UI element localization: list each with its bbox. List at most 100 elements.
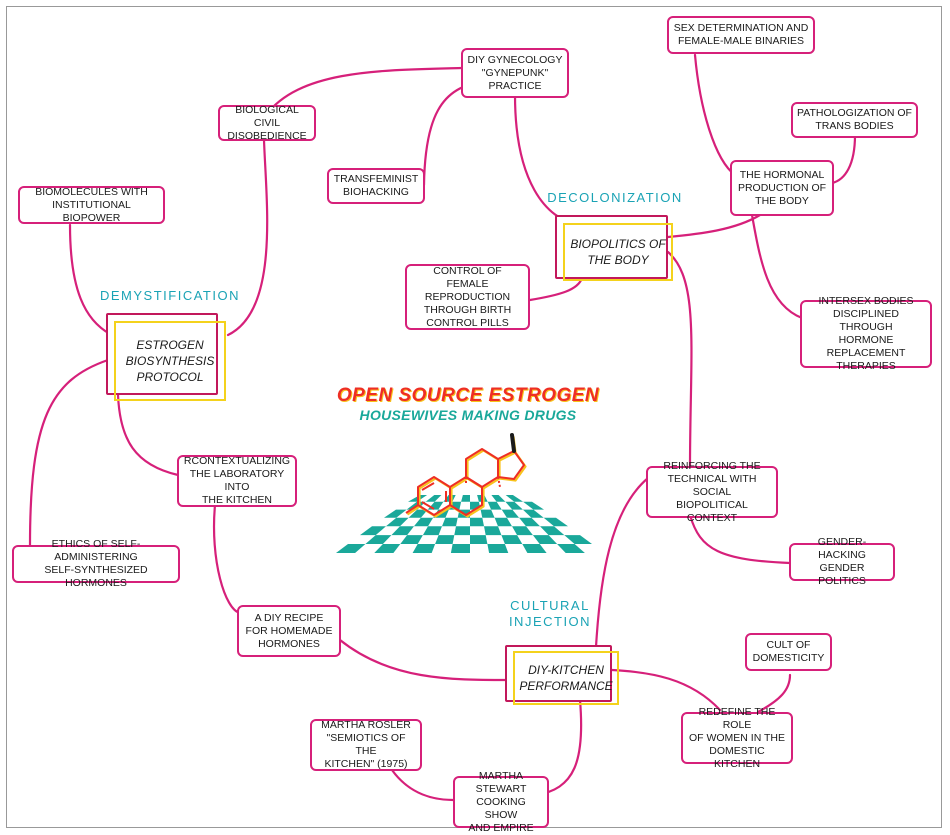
checker-tile — [414, 517, 434, 527]
checker-tile — [470, 535, 488, 544]
link-control-biopolitics — [528, 276, 584, 302]
control-line-3: THROUGH BIRTH — [423, 303, 512, 316]
link-diykitchen-reinforcing — [594, 476, 650, 649]
checker-tile — [412, 544, 436, 553]
stewart-line-1: MARTHA STEWART — [475, 769, 527, 795]
estrogen-line-3: PROTOCOL — [136, 370, 204, 384]
checker-tile — [523, 501, 544, 510]
patho-line-2: TRANS BODIES — [815, 120, 894, 132]
main-node-biopolitics — [555, 215, 668, 279]
checker-tile — [512, 526, 533, 536]
subtitle-housewives-making-drugs: HOUSEWIVES MAKING DRUGS — [359, 407, 577, 423]
checker-tile — [487, 501, 502, 510]
checker-tile — [532, 535, 558, 544]
sexdet-line-2: FEMALE-MALE BINARIES — [677, 35, 804, 47]
gender-line-2: GENDER POLITICS — [818, 562, 866, 587]
main-node-estrogen-label: ESTROGEN BIOSYNTHESIS PROTOCOL — [114, 321, 226, 401]
checker-tile — [461, 495, 470, 502]
checker-tile — [480, 509, 495, 518]
checker-tile — [522, 544, 547, 553]
checker-tile — [470, 517, 484, 527]
link-patho-hormonal — [830, 133, 857, 185]
civil-line-1: BIOLOGICAL CIVIL — [235, 103, 299, 129]
diy-kitchen-line-1: DIY-KITCHEN — [528, 663, 604, 677]
section-decolonization: DECOLONIZATION — [547, 190, 683, 205]
checkerboard-floor — [336, 495, 592, 553]
gender-line-1: GENDER-HACKING — [817, 536, 867, 561]
intersex-line-4: THERAPIES — [836, 360, 896, 372]
rosler-line-2: "SEMIOTICS OF THE — [326, 732, 406, 757]
estrogen-molecule-illustration — [336, 433, 592, 553]
checker-tile — [450, 544, 470, 553]
link-biopolitics-hormonal — [666, 213, 762, 239]
intersex-line-1: INTERSEX BODIES — [818, 295, 914, 307]
hormonal-line-2: PRODUCTION OF — [737, 181, 827, 194]
cult-line-2: DOMESTICITY — [752, 652, 825, 664]
checker-tile — [374, 544, 401, 553]
rosler-line-1: MARTHA ROSLER — [321, 719, 411, 731]
link-reinforcing-gender — [688, 513, 792, 565]
title-open-source-estrogen: OPEN SOURCE ESTROGEN — [336, 385, 600, 406]
patho-line-1: PATHOLOGIZATION OF — [797, 107, 912, 119]
checker-tile — [543, 517, 568, 527]
main-node-biopolitics-label: BIOPOLITICS OF THE BODY — [563, 223, 673, 281]
section-demystification: DEMYSTIFICATION — [100, 288, 240, 303]
checker-tile — [505, 501, 523, 510]
reinforcing-line-1: REINFORCING THE — [663, 459, 761, 472]
diy-gynecology-line-2: "GYNEPUNK" — [481, 66, 549, 79]
transfeminist-line-2: BIOHACKING — [343, 186, 409, 198]
checker-tile — [540, 526, 565, 536]
recontext-line-2: THE LABORATORY INTO — [189, 468, 285, 493]
ethics-line-1: ETHICS OF SELF-ADMINISTERING — [51, 538, 141, 563]
reinforcing-line-2: TECHNICAL WITH SOCIAL — [667, 472, 757, 498]
checker-tile — [494, 517, 512, 527]
checker-tile — [442, 517, 458, 527]
checker-tile — [522, 509, 544, 518]
section-injection-line: INJECTION — [508, 614, 592, 629]
checker-tile — [400, 535, 423, 544]
recipe-line-1: A DIY RECIPE — [254, 611, 324, 624]
redefine-line-1: REDEFINE THE ROLE — [698, 705, 776, 731]
checker-tile — [501, 535, 523, 544]
control-line-4: CONTROL PILLS — [426, 316, 509, 329]
recipe-line-3: HORMONES — [258, 637, 320, 650]
checker-tile — [454, 526, 470, 536]
checker-tile — [336, 544, 366, 553]
stewart-line-3: AND EMPIRE — [468, 821, 534, 834]
link-civil-gynecology — [264, 66, 464, 117]
biomolecules-line-2: INSTITUTIONAL BIOPOWER — [52, 198, 131, 224]
diy-gynecology-line-1: DIY GYNECOLOGY — [467, 53, 563, 66]
redefine-line-3: DOMESTIC KITCHEN — [709, 744, 765, 770]
biomolecules-line-1: BIOMOLECULES WITH — [35, 185, 148, 198]
link-rosler-stewart — [390, 768, 455, 802]
section-cultural-injection: CULTURAL INJECTION — [500, 598, 600, 630]
recipe-line-2: FOR HOMEMADE — [245, 624, 333, 637]
checker-tile — [408, 509, 428, 518]
main-node-estrogen — [106, 313, 218, 395]
main-node-diy-kitchen — [505, 645, 612, 702]
estrogen-line-1: ESTROGEN — [136, 338, 204, 352]
hormonal-line-1: THE HORMONAL — [739, 168, 825, 181]
main-node-diy-kitchen-label: DIY-KITCHEN PERFORMANCE — [513, 651, 619, 705]
hormonal-line-3: THE BODY — [755, 194, 809, 207]
diy-kitchen-line-2: PERFORMANCE — [519, 679, 613, 693]
link-estrogen-civil — [226, 138, 269, 337]
checker-tile — [487, 544, 509, 553]
checker-tile — [505, 495, 524, 502]
recontext-line-3: THE KITCHEN — [201, 494, 272, 506]
checker-tile — [484, 526, 502, 536]
